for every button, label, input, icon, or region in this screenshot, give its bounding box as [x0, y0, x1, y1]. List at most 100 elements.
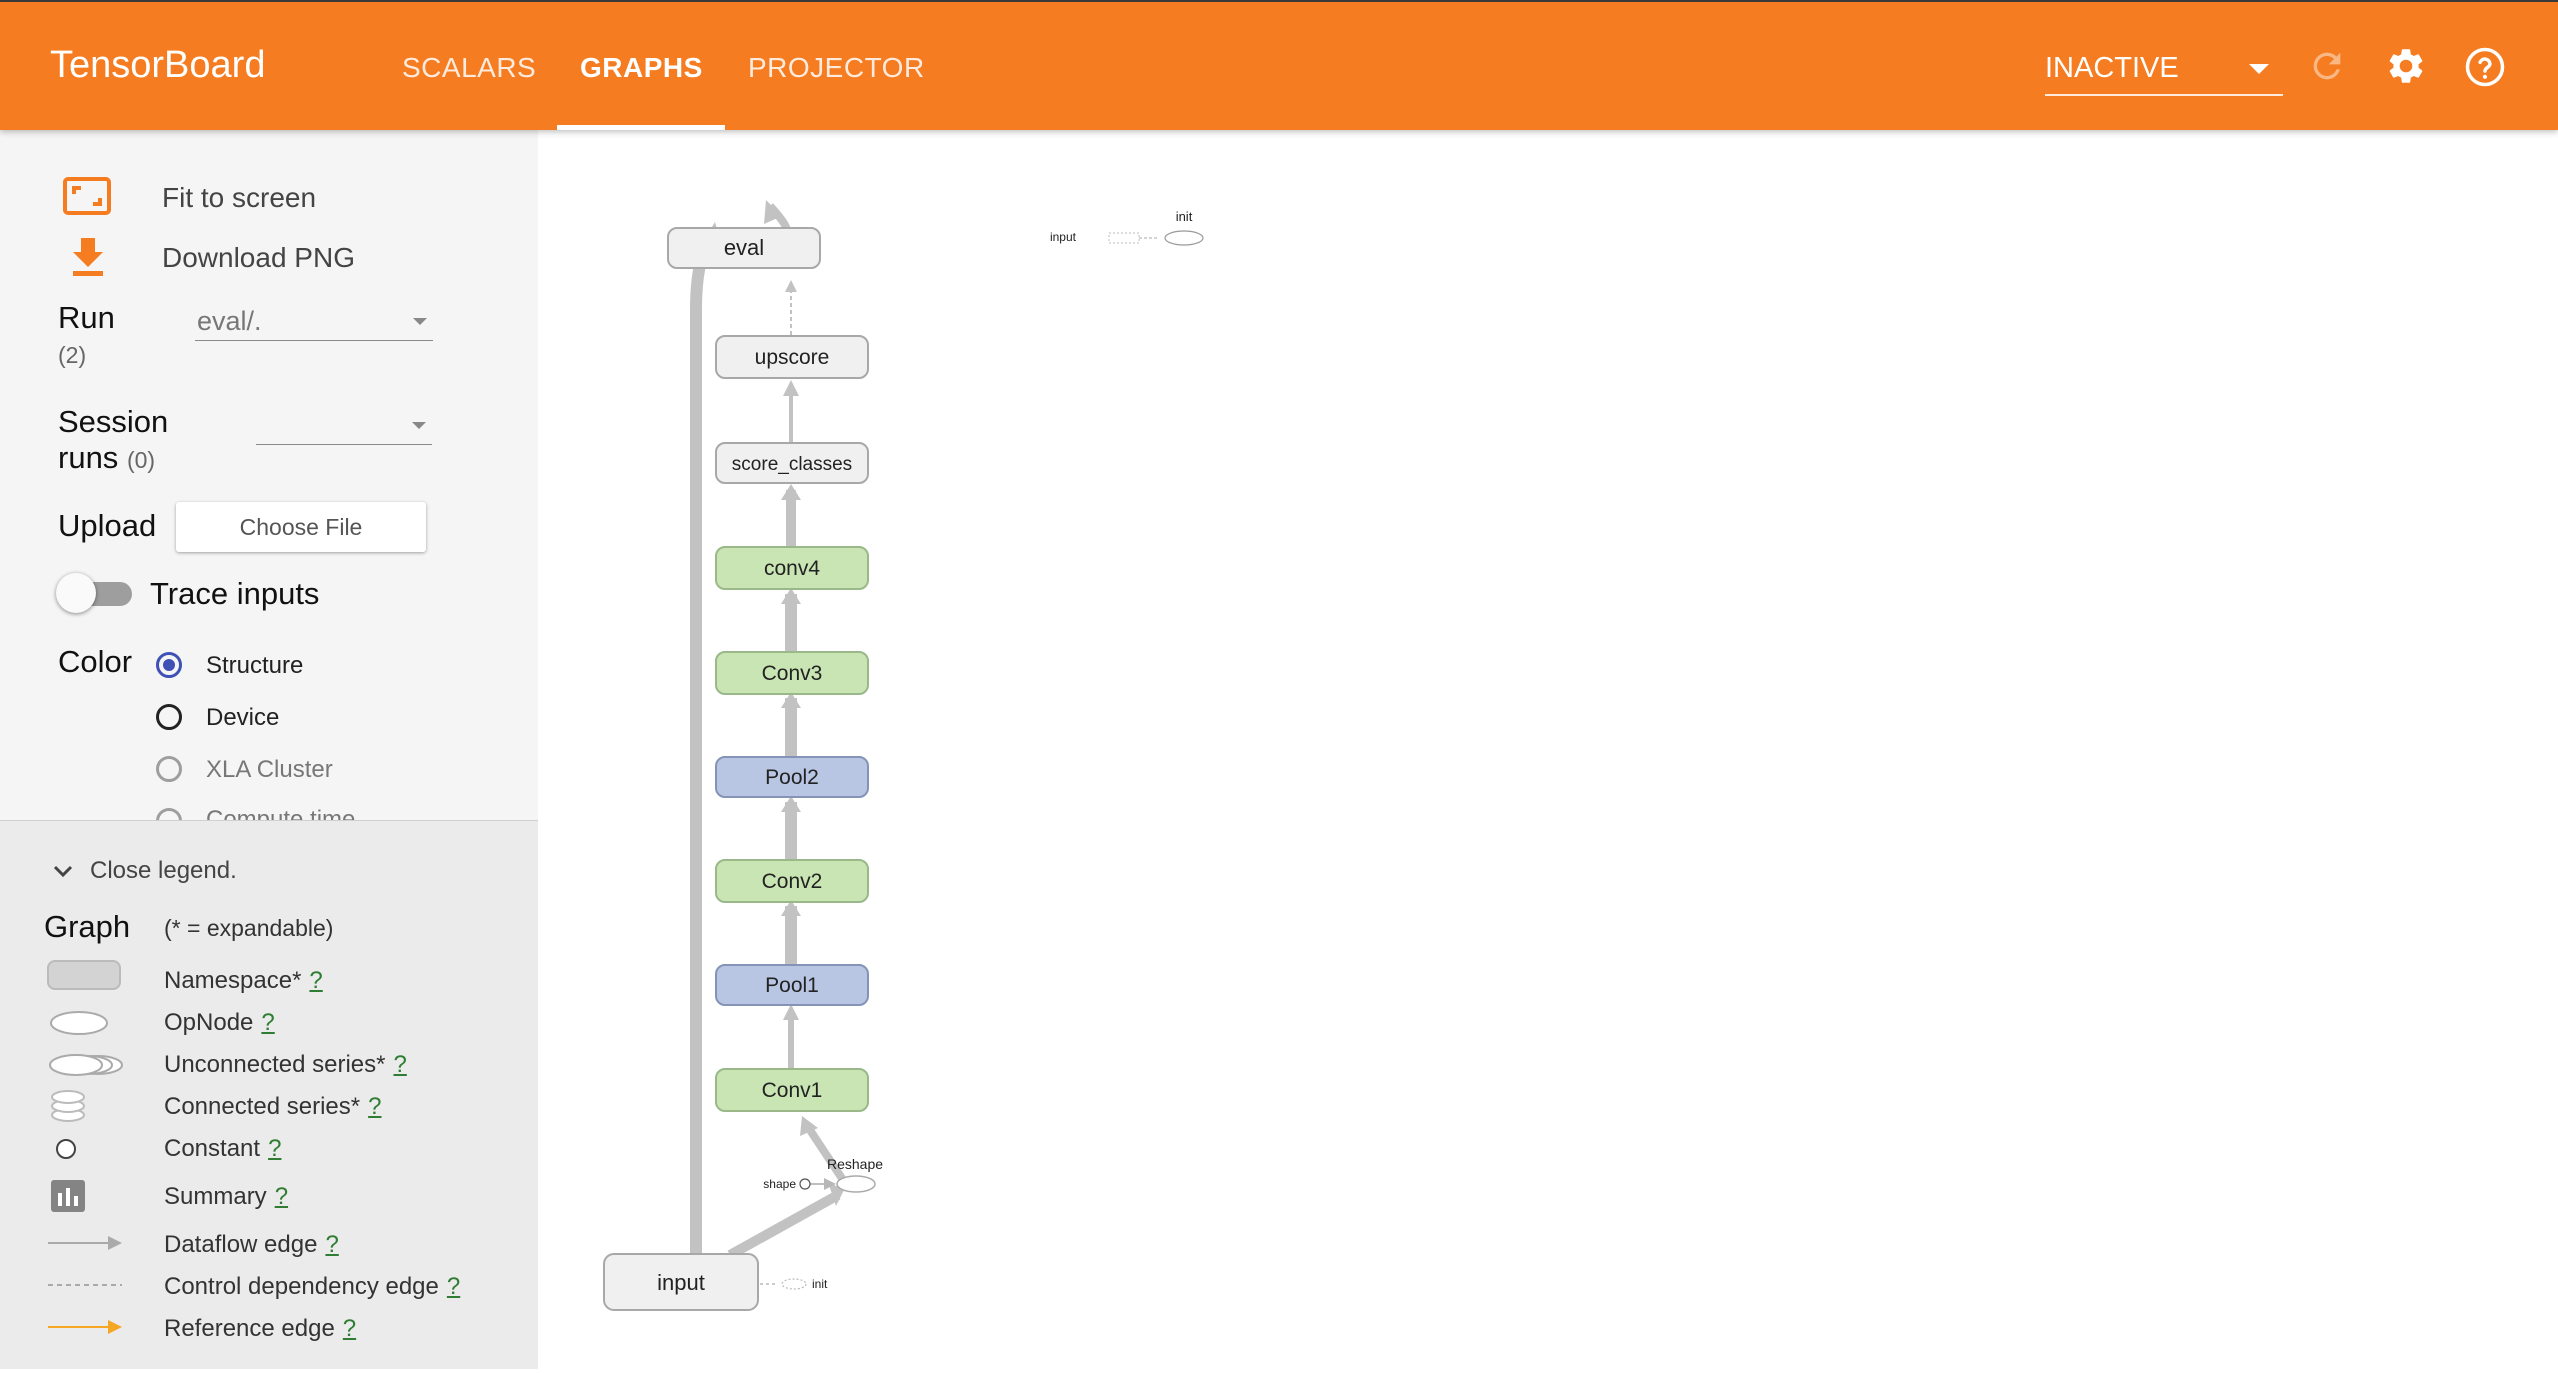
- edge-arrow: [781, 900, 801, 916]
- edge-arrow: [785, 280, 797, 292]
- active-tab-indicator: [557, 125, 725, 130]
- choose-file-button[interactable]: Choose File: [176, 502, 426, 552]
- legend-title: Graph: [44, 909, 131, 944]
- session-runs-label: Session: [58, 404, 169, 439]
- help-link[interactable]: ?: [309, 967, 323, 994]
- legend-dataflow-edge: Dataflow edge?: [164, 1231, 339, 1258]
- upload-label: Upload: [58, 508, 157, 543]
- edge-arrow: [781, 484, 801, 500]
- radio-label-structure: Structure: [206, 652, 304, 679]
- edge-arrow: [781, 796, 801, 812]
- help-link[interactable]: ?: [342, 1315, 357, 1342]
- radio-device[interactable]: [156, 704, 182, 730]
- graph-node-shape[interactable]: shape: [763, 1177, 811, 1191]
- node-label: score_classes: [732, 454, 852, 475]
- session-runs-select[interactable]: [256, 408, 432, 445]
- radio-label-device: Device: [206, 704, 280, 731]
- node-label: conv4: [764, 557, 820, 580]
- legend-opnode: OpNode?: [164, 1009, 275, 1036]
- node-label: shape: [763, 1177, 796, 1191]
- app-title: TensorBoard: [50, 44, 266, 86]
- edge: [802, 1121, 847, 1183]
- graph-svg[interactable]: eval upscore score_classes conv4 Conv3 P…: [538, 130, 2558, 1368]
- connected-series-legend-icon: [51, 1090, 85, 1122]
- graph-node-init[interactable]: init: [781, 1277, 828, 1291]
- radio-xla-cluster[interactable]: [156, 756, 182, 782]
- trace-inputs-toggle-knob[interactable]: [56, 573, 96, 613]
- dataflow-edge-legend-icon: [48, 1236, 122, 1250]
- radio-label-xla-cluster: XLA Cluster: [206, 756, 333, 783]
- graph-node-conv4[interactable]: conv4: [715, 546, 869, 590]
- edge-arrow: [800, 1116, 818, 1136]
- legend-reference-edge: Reference edge?: [164, 1315, 357, 1342]
- node-label: input: [657, 1270, 705, 1295]
- graph-node-eval[interactable]: eval: [667, 227, 821, 269]
- help-link[interactable]: ?: [274, 1183, 289, 1210]
- auxiliary-graph[interactable]: input init: [1050, 209, 1204, 246]
- node-label: Conv3: [762, 662, 823, 685]
- close-legend-button[interactable]: Close legend.: [90, 857, 237, 884]
- fit-to-screen-icon[interactable]: [62, 176, 112, 216]
- fit-to-screen-button[interactable]: Fit to screen: [162, 182, 317, 213]
- help-link[interactable]: ?: [368, 1093, 382, 1120]
- graph-node-upscore[interactable]: upscore: [715, 335, 869, 379]
- refresh-icon[interactable]: [2307, 46, 2347, 86]
- aux-init-label: init: [1176, 209, 1193, 224]
- graph-node-conv2[interactable]: Conv2: [715, 859, 869, 903]
- help-link[interactable]: ?: [261, 1009, 275, 1036]
- aux-input-node[interactable]: [1108, 232, 1140, 244]
- legend-summary: Summary?: [164, 1183, 289, 1210]
- legend-subtitle: (* = expandable): [164, 915, 334, 941]
- help-link[interactable]: ?: [393, 1051, 407, 1078]
- radio-label-compute-time: Compute time: [206, 806, 356, 820]
- plugin-select-value: INACTIVE: [2045, 52, 2179, 84]
- tab-graphs[interactable]: GRAPHS: [580, 52, 703, 83]
- tab-scalars[interactable]: SCALARS: [402, 52, 537, 83]
- constant-legend-icon: [56, 1139, 76, 1159]
- aux-init-node[interactable]: [1164, 230, 1204, 246]
- help-link[interactable]: ?: [268, 1135, 282, 1162]
- plugin-select[interactable]: INACTIVE: [2045, 50, 2283, 96]
- edge: [727, 1190, 841, 1260]
- edge-arrow: [783, 1004, 799, 1020]
- namespace-legend-icon: [47, 960, 121, 990]
- edge-arrow: [764, 200, 782, 224]
- aux-input-label: input: [1050, 230, 1077, 244]
- radio-structure[interactable]: [156, 652, 182, 678]
- chevron-down-icon: [412, 422, 426, 429]
- help-icon[interactable]: [2464, 46, 2506, 88]
- opnode-legend-icon: [50, 1011, 108, 1035]
- edge-arrow: [781, 588, 801, 604]
- legend-control-dependency-edge: Control dependency edge?: [164, 1273, 461, 1300]
- graph-node-reshape[interactable]: Reshape: [827, 1156, 883, 1193]
- node-label: Conv2: [762, 870, 823, 893]
- download-icon[interactable]: [70, 236, 106, 278]
- help-link[interactable]: ?: [446, 1273, 461, 1300]
- run-select-value: eval/.: [197, 306, 262, 336]
- legend-constant: Constant?: [164, 1135, 282, 1162]
- graph-node-conv1[interactable]: Conv1: [715, 1068, 869, 1112]
- download-png-button[interactable]: Download PNG: [162, 242, 355, 273]
- graph-node-pool2[interactable]: Pool2: [715, 756, 869, 798]
- graph-node-pool1[interactable]: Pool1: [715, 964, 869, 1006]
- app-header: TensorBoard SCALARS GRAPHS PROJECTOR INA…: [0, 0, 2558, 130]
- graph-node-conv3[interactable]: Conv3: [715, 651, 869, 695]
- legend-namespace: Namespace*?: [164, 967, 323, 994]
- node-label: init: [812, 1277, 828, 1291]
- edge-arrow: [781, 692, 801, 708]
- chevron-down-icon[interactable]: [52, 863, 74, 879]
- legend-unconnected-series: Unconnected series*?: [164, 1051, 407, 1078]
- edge: [690, 236, 716, 1254]
- help-link[interactable]: ?: [325, 1231, 339, 1258]
- graph-canvas[interactable]: eval upscore score_classes conv4 Conv3 P…: [538, 130, 2558, 1368]
- session-runs-label-2: runs (0): [58, 440, 156, 475]
- tab-projector[interactable]: PROJECTOR: [748, 52, 925, 83]
- graph-node-score-classes[interactable]: score_classes: [715, 442, 869, 484]
- node-label: Reshape: [827, 1156, 883, 1172]
- gear-icon[interactable]: [2385, 45, 2427, 87]
- run-select[interactable]: eval/.: [195, 304, 433, 341]
- graph-node-input[interactable]: input: [603, 1253, 759, 1311]
- chevron-down-icon: [413, 318, 427, 325]
- edge-arrow: [783, 380, 799, 396]
- radio-compute-time[interactable]: [156, 808, 182, 820]
